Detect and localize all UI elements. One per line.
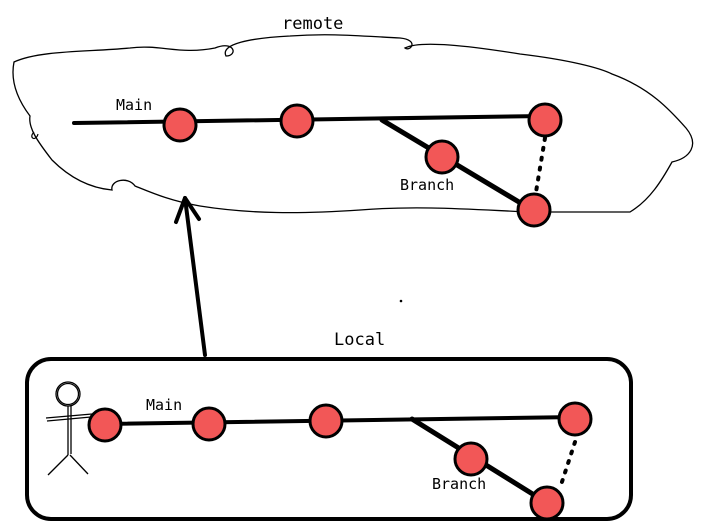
remote-branch-line xyxy=(379,117,537,214)
local-main-label: Main xyxy=(146,396,182,414)
remote-title: remote xyxy=(282,14,343,34)
remote-cloud-outline xyxy=(12,34,694,214)
remote-commit-main-head xyxy=(527,102,563,138)
local-commit-main-head xyxy=(557,401,593,437)
local-commit-2 xyxy=(191,406,227,442)
remote-commit-branch-1 xyxy=(424,139,460,175)
remote-repository: remote Main Branch xyxy=(12,14,694,228)
local-commit-3 xyxy=(308,403,344,439)
local-branch-label: Branch xyxy=(432,475,486,493)
local-repository: Local Main Branch xyxy=(25,330,633,521)
local-commit-1 xyxy=(87,407,123,443)
remote-commit-1 xyxy=(162,107,198,143)
remote-main-label: Main xyxy=(116,96,152,114)
local-commit-branch-1 xyxy=(453,441,489,477)
arrow-up-icon xyxy=(174,196,207,357)
remote-merge-dotted-line xyxy=(534,136,547,194)
remote-commit-branch-head xyxy=(516,192,552,228)
remote-commit-2 xyxy=(279,103,315,139)
local-title: Local xyxy=(334,330,385,350)
local-merge-dotted-line xyxy=(558,440,577,490)
local-commit-branch-head xyxy=(529,485,565,521)
push-arrow-shaft xyxy=(183,196,207,357)
stick-figure-icon xyxy=(45,381,93,476)
remote-branch-label: Branch xyxy=(400,176,454,194)
remote-cloud-notch xyxy=(31,131,39,140)
push-arrow-head xyxy=(174,196,201,224)
local-box xyxy=(25,357,633,521)
stray-dot xyxy=(399,299,403,303)
